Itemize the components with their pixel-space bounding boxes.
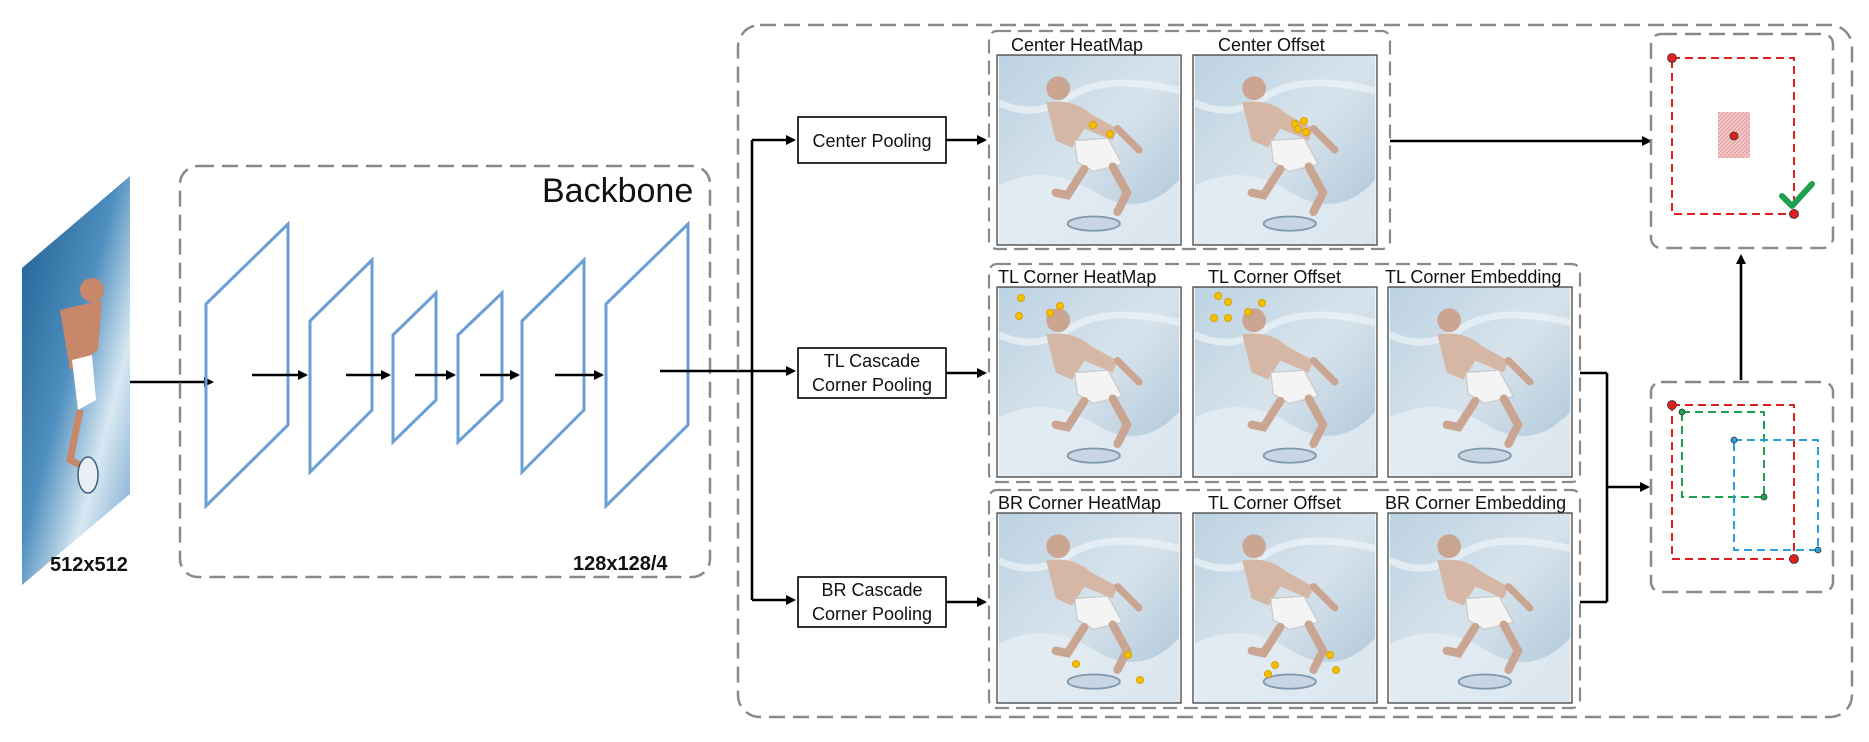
br-offset-label: TL Corner Offset: [1208, 493, 1341, 513]
backbone-box: [178, 164, 712, 579]
tl-embedding-image: [1387, 286, 1573, 478]
center-heatmap-label: Center HeatMap: [1011, 35, 1143, 55]
backbone-title: Backbone: [542, 172, 693, 210]
svg-text:TL Cascade: TL Cascade: [824, 351, 920, 371]
feature-map-5: [520, 256, 586, 476]
br-embedding-image: [1387, 512, 1573, 704]
tl-cascade-corner-pooling-box: TL Cascade Corner Pooling: [797, 347, 947, 399]
svg-text:Corner Pooling: Corner Pooling: [812, 375, 932, 395]
feature-map-4: [456, 289, 504, 446]
center-maps-group: [987, 29, 1392, 251]
tl-offset-image: [1192, 286, 1378, 478]
tl-heatmap-image: [996, 286, 1182, 478]
final-result-box: [1649, 32, 1835, 250]
svg-text:BR Cascade: BR Cascade: [821, 580, 922, 600]
feature-map-3: [391, 289, 438, 446]
center-offset-label: Center Offset: [1218, 35, 1325, 55]
feature-map-6: [604, 220, 690, 510]
final-detection: [1667, 53, 1799, 219]
svg-text:Corner Pooling: Corner Pooling: [812, 604, 932, 624]
center-offset-image: [1192, 54, 1378, 246]
svg-text:Center Pooling: Center Pooling: [812, 131, 931, 151]
head-box: [736, 23, 1854, 719]
center-heatmap-image: [996, 54, 1182, 246]
br-offset-image: [1192, 512, 1378, 704]
check-icon: [1779, 181, 1815, 209]
corners-merge-connector: [1580, 371, 1650, 604]
branch-connector: [750, 135, 796, 605]
br-heatmap-label: BR Corner HeatMap: [998, 493, 1161, 513]
br-heatmap-image: [996, 512, 1182, 704]
feature-maps: [204, 220, 690, 510]
candidate-boxes: [1667, 400, 1822, 564]
tl-heatmap-label: TL Corner HeatMap: [998, 267, 1156, 287]
input-size-label: 512x512: [50, 554, 128, 576]
input-image: [22, 176, 130, 585]
tl-offset-label: TL Corner Offset: [1208, 267, 1341, 287]
feature-map-2: [308, 256, 374, 476]
br-embedding-label: BR Corner Embedding: [1385, 493, 1566, 513]
backbone-output-label: 128x128/4: [573, 553, 668, 575]
feature-map-1: [204, 220, 290, 510]
br-cascade-corner-pooling-box: BR Cascade Corner Pooling: [797, 576, 947, 628]
corner-candidates-box: [1649, 380, 1835, 594]
center-pooling-box: Center Pooling: [797, 116, 947, 164]
tl-embedding-label: TL Corner Embedding: [1385, 267, 1561, 287]
